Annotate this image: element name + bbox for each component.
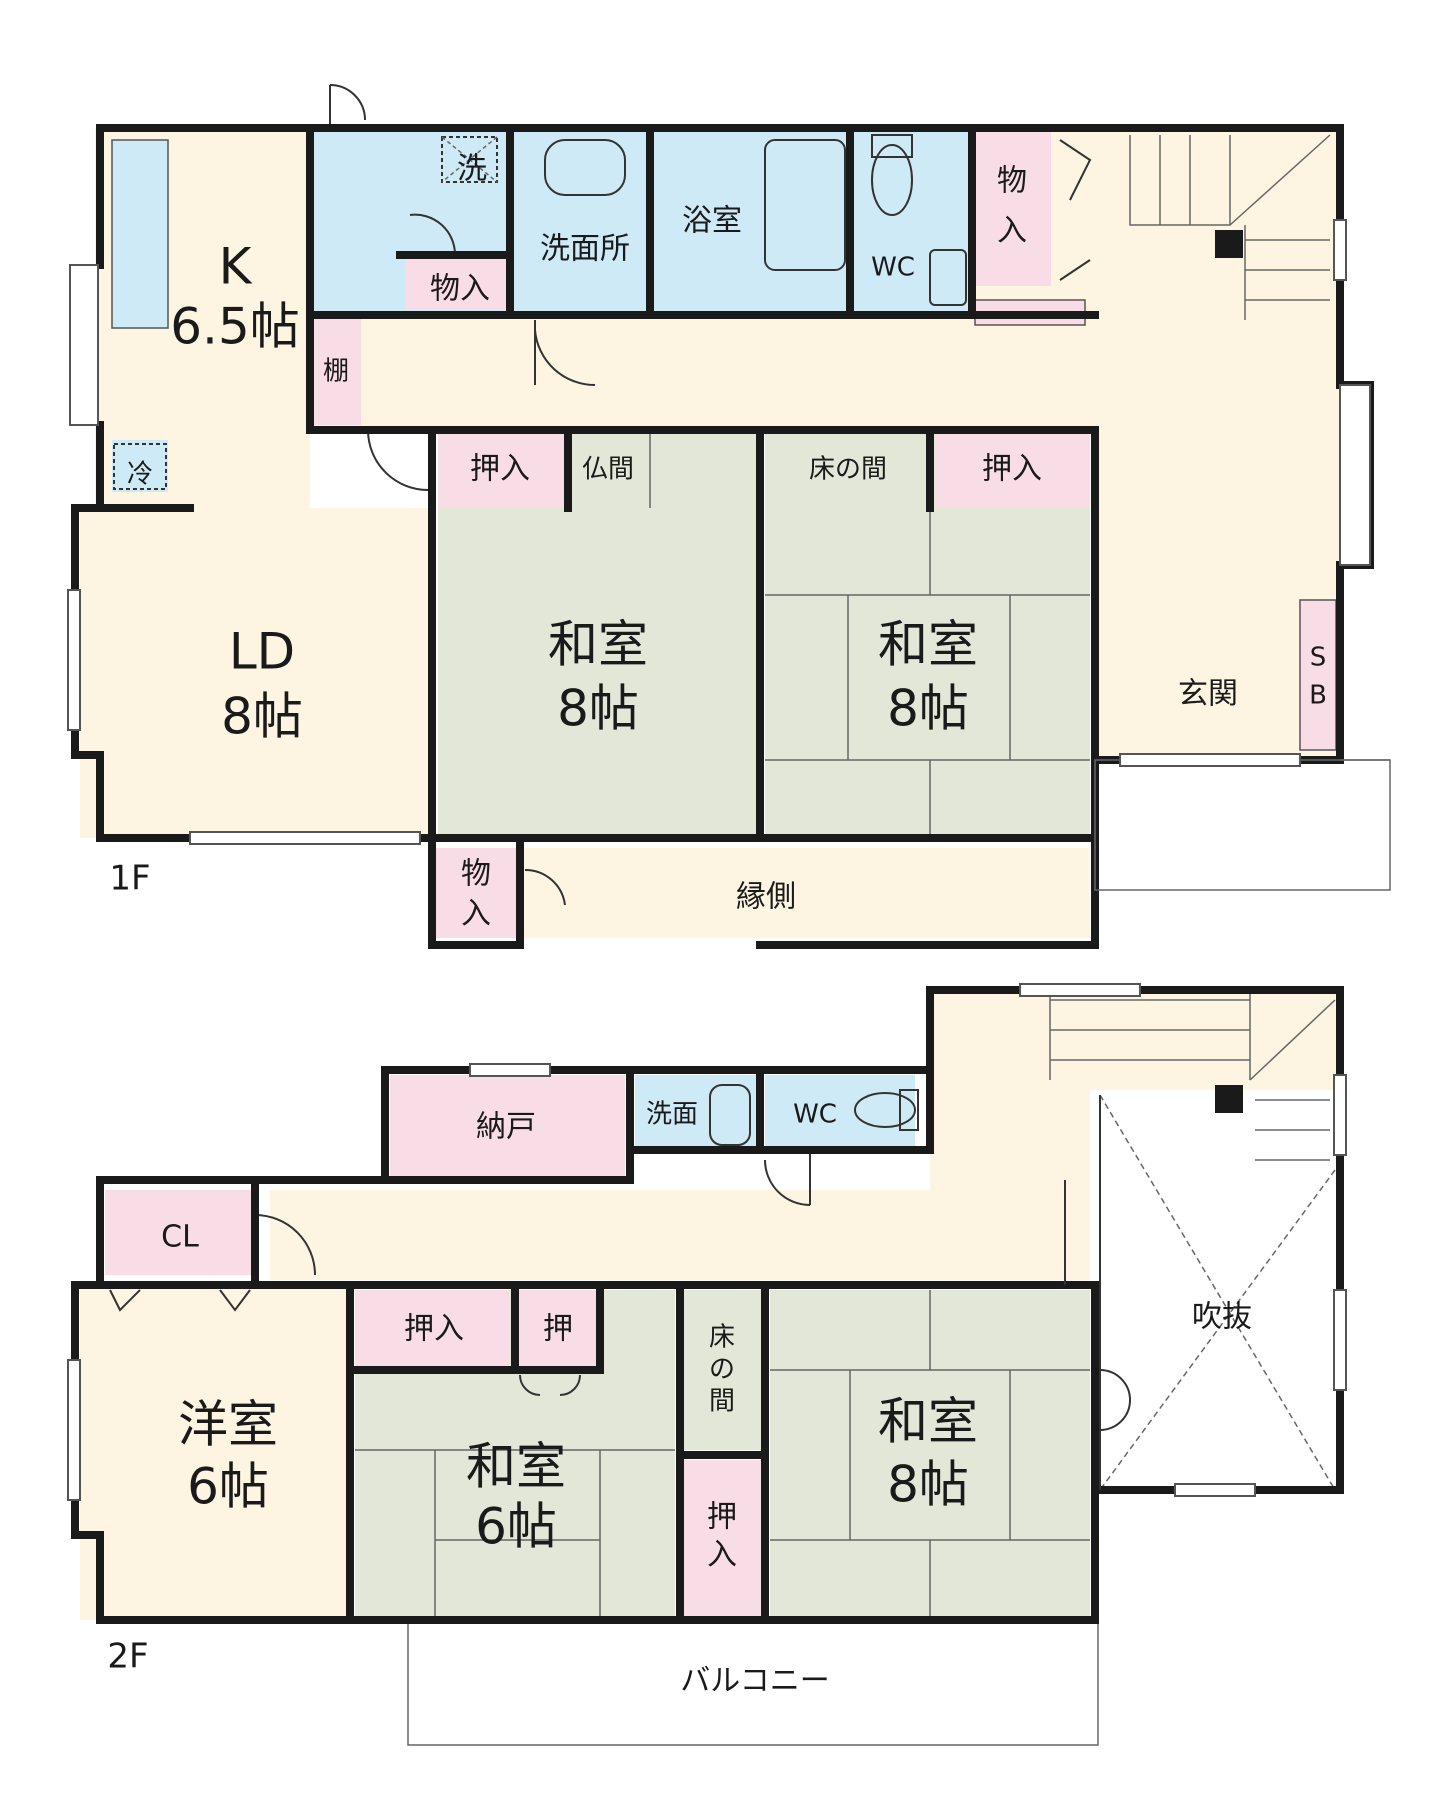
closet-a-label-1f: 押入 (470, 452, 530, 487)
washitsu-a-size: 8帖 (557, 680, 639, 738)
shelf-label: 棚 (323, 357, 349, 387)
washitsu-6-name: 和室 (466, 1438, 566, 1496)
closet-c-bottom: 入 (707, 1538, 737, 1573)
storage-hall-bottom: 入 (997, 214, 1027, 249)
youshitsu-size: 6帖 (187, 1458, 269, 1516)
tokonoma-2f-2: の (709, 1355, 735, 1385)
tokonoma-2f-3: 間 (709, 1387, 735, 1417)
washitsu-b-size: 8帖 (887, 680, 969, 738)
wc-label-1f: WC (871, 253, 915, 283)
washitsu-8-name: 和室 (878, 1393, 978, 1451)
kitchen-name: K (219, 238, 253, 296)
fukinuke-label: 吹抜 (1192, 1300, 1252, 1335)
shoebox-b: B (1309, 681, 1327, 711)
labels-2f: 2F 納戸 洗面 WC CL 洋室 6帖 押入 押 和室 6帖 床 の 間 押 … (107, 1100, 1252, 1699)
floor-2f (67, 983, 1347, 1746)
shoebox-s: S (1310, 643, 1327, 673)
closet-b-label-1f: 押入 (982, 452, 1042, 487)
storage-wash-label: 物入 (430, 272, 490, 307)
nando-label: 納戸 (476, 1110, 536, 1145)
storage-veranda-bottom: 入 (461, 897, 491, 932)
tokonoma-2f-1: 床 (709, 1323, 735, 1353)
wc-label-2f: WC (793, 1100, 837, 1130)
balcony-label: バルコニー (680, 1664, 829, 1699)
closet-c-top: 押 (707, 1500, 737, 1535)
washer-label: 洗 (457, 152, 487, 187)
labels-1f: 1F K 6.5帖 LD 8帖 洗 物入 洗面所 浴室 WC 物 入 棚 冷 押… (109, 152, 1327, 932)
wash-label-2f: 洗面 (646, 1100, 698, 1130)
floor-label-1f: 1F (109, 859, 150, 899)
storage-hall-top: 物 (997, 164, 1027, 199)
washitsu-6-size: 6帖 (475, 1498, 557, 1556)
washitsu-8-size: 8帖 (887, 1456, 969, 1514)
washroom-label: 洗面所 (540, 232, 630, 267)
youshitsu-name: 洋室 (178, 1396, 278, 1454)
genkan-label: 玄関 (1178, 677, 1238, 712)
floor-label-2f: 2F (107, 1637, 148, 1677)
tokonoma-label-1f: 床の間 (809, 455, 887, 485)
engawa-label: 縁側 (736, 880, 796, 915)
washitsu-a-name: 和室 (548, 616, 648, 674)
ld-name: LD (229, 623, 295, 681)
closet-a-label-2f: 押入 (404, 1312, 464, 1347)
butsuma-label: 仏間 (582, 455, 634, 485)
bath-label: 浴室 (682, 204, 742, 239)
washitsu-b-name: 和室 (878, 616, 978, 674)
kitchen-size: 6.5帖 (170, 298, 300, 356)
fridge-label: 冷 (127, 460, 153, 490)
floor-1f (67, 84, 1391, 949)
ld-size: 8帖 (221, 688, 303, 746)
closet-label-2f: CL (161, 1220, 199, 1255)
storage-veranda-top: 物 (461, 857, 491, 892)
closet-b-label-2f: 押 (543, 1312, 573, 1347)
